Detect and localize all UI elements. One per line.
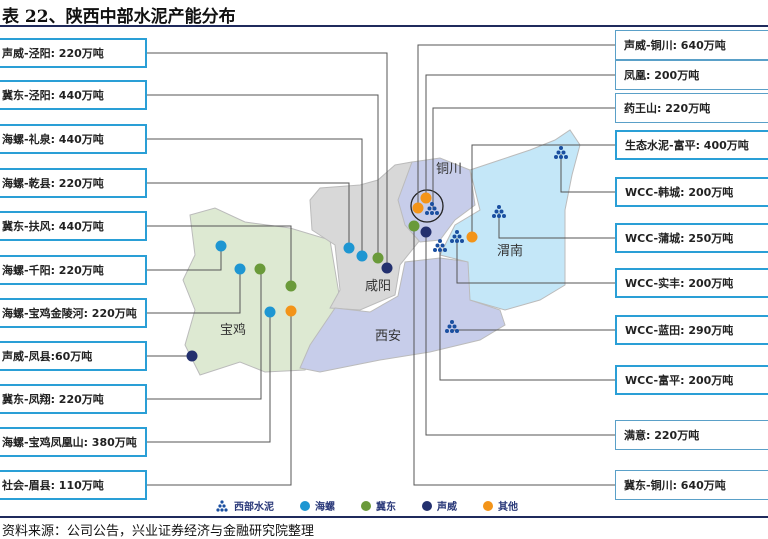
plant-label-box: 冀东-铜川: 640万吨 — [615, 470, 768, 500]
leader-line — [413, 226, 615, 486]
region-label-tongchuan: 铜川 — [436, 162, 462, 177]
plant-label-box: 冀东-泾阳: 440万吨 — [0, 80, 147, 110]
dot-icon — [361, 500, 371, 511]
xibu-plant-triangle-icon — [445, 320, 459, 333]
tongchuan-cluster-circle — [410, 189, 444, 223]
plant-label-box: 药王山: 220万吨 — [615, 93, 768, 123]
xibu-plant-triangle-icon — [425, 202, 439, 215]
hailuo-plant-marker — [264, 306, 276, 318]
plant-label-box: 社会-眉县: 110万吨 — [0, 470, 147, 500]
leader-line — [425, 232, 615, 436]
legend-item: 海螺 — [300, 498, 335, 513]
leader-line — [439, 247, 615, 381]
legend: 西部水泥 海螺 冀东 声威 其他 — [215, 498, 518, 513]
dot-icon — [300, 500, 310, 511]
shengwei-plant-marker — [381, 262, 393, 274]
plant-label-box: 海螺-宝鸡凤凰山: 380万吨 — [0, 427, 147, 457]
divider — [0, 25, 768, 27]
plant-label-box: 声威-泾阳: 220万吨 — [0, 38, 147, 68]
xibu-plant-triangle-icon — [450, 230, 464, 243]
shengwei-plant-marker — [186, 350, 198, 362]
legend-item: 冀东 — [361, 498, 396, 513]
jidong-plant-marker — [285, 280, 297, 292]
leader-line — [498, 213, 615, 239]
leader-line — [432, 107, 615, 210]
divider — [0, 516, 768, 518]
leader-line — [147, 182, 350, 248]
other-plant-marker — [412, 202, 424, 214]
leader-line — [147, 312, 271, 443]
source-note: 资料来源：公司公告，兴业证券经济与金融研究院整理 — [2, 524, 315, 539]
legend-item: 其他 — [483, 498, 518, 513]
plant-label-box: 满意: 220万吨 — [615, 420, 768, 450]
region-label-xian: 西安 — [375, 329, 401, 344]
hailuo-plant-marker — [343, 242, 355, 254]
plant-label-box: 海螺-礼泉: 440万吨 — [0, 124, 147, 154]
xibu-plant-triangle-icon — [554, 146, 568, 159]
leader-line — [147, 138, 363, 256]
plant-label-box: WCC-实丰: 200万吨 — [615, 268, 768, 298]
legend-item: 西部水泥 — [215, 498, 274, 513]
hailuo-plant-marker — [215, 240, 227, 252]
region-xian — [299, 257, 506, 373]
dot-icon — [483, 500, 493, 511]
plant-label-box: 海螺-乾县: 220万吨 — [0, 168, 147, 198]
hailuo-plant-marker — [234, 263, 246, 275]
other-plant-marker — [285, 305, 297, 317]
region-label-weinan: 渭南 — [497, 243, 523, 259]
triangle-cluster-icon — [216, 499, 228, 512]
xibu-plant-triangle-icon — [492, 205, 506, 218]
xibu-plant-triangle-icon — [433, 239, 447, 252]
plant-label-box: 生态水泥-富平: 400万吨 — [615, 130, 768, 160]
plant-label-box: 凤凰: 200万吨 — [615, 60, 768, 90]
plant-label-box: 声威-凤县:60万吨 — [0, 341, 147, 371]
region-weinan — [439, 129, 581, 311]
leader-line — [456, 238, 615, 284]
leader-line — [147, 94, 379, 258]
leader-line — [417, 44, 615, 208]
leader-line — [147, 225, 292, 286]
jidong-plant-marker — [254, 263, 266, 275]
leader-line — [147, 311, 292, 486]
region-label-xianyang: 咸阳 — [365, 279, 391, 294]
hailuo-plant-marker — [356, 250, 368, 262]
leader-line — [147, 269, 241, 314]
region-tongchuan — [397, 157, 476, 243]
plant-label-box: 冀东-凤翔: 220万吨 — [0, 384, 147, 414]
region-label-baoji: 宝鸡 — [220, 322, 246, 338]
leader-line — [425, 74, 615, 198]
plant-label-box: WCC-蓝田: 290万吨 — [615, 315, 768, 345]
jidong-plant-marker — [372, 252, 384, 264]
plant-label-box: WCC-富平: 200万吨 — [615, 365, 768, 395]
leader-line — [471, 144, 615, 237]
plant-label-box: WCC-韩城: 200万吨 — [615, 177, 768, 207]
leader-line — [147, 246, 222, 271]
page-title: 表 22、陕西中部水泥产能分布 — [2, 7, 236, 27]
other-plant-marker — [466, 231, 478, 243]
leader-line — [147, 269, 262, 400]
jidong-plant-marker — [408, 220, 420, 232]
plant-label-box: 冀东-扶风: 440万吨 — [0, 211, 147, 241]
plant-label-box: 声威-铜川: 640万吨 — [615, 30, 768, 60]
leader-line — [560, 154, 615, 193]
plant-label-box: 海螺-千阳: 220万吨 — [0, 255, 147, 285]
dot-icon — [422, 500, 432, 511]
legend-item: 声威 — [422, 498, 457, 513]
shengwei-plant-marker — [420, 226, 432, 238]
leader-line — [147, 52, 388, 268]
other-plant-marker — [420, 192, 432, 204]
plant-label-box: 海螺-宝鸡金陵河: 220万吨 — [0, 298, 147, 328]
plant-label-box: WCC-蒲城: 250万吨 — [615, 223, 768, 253]
